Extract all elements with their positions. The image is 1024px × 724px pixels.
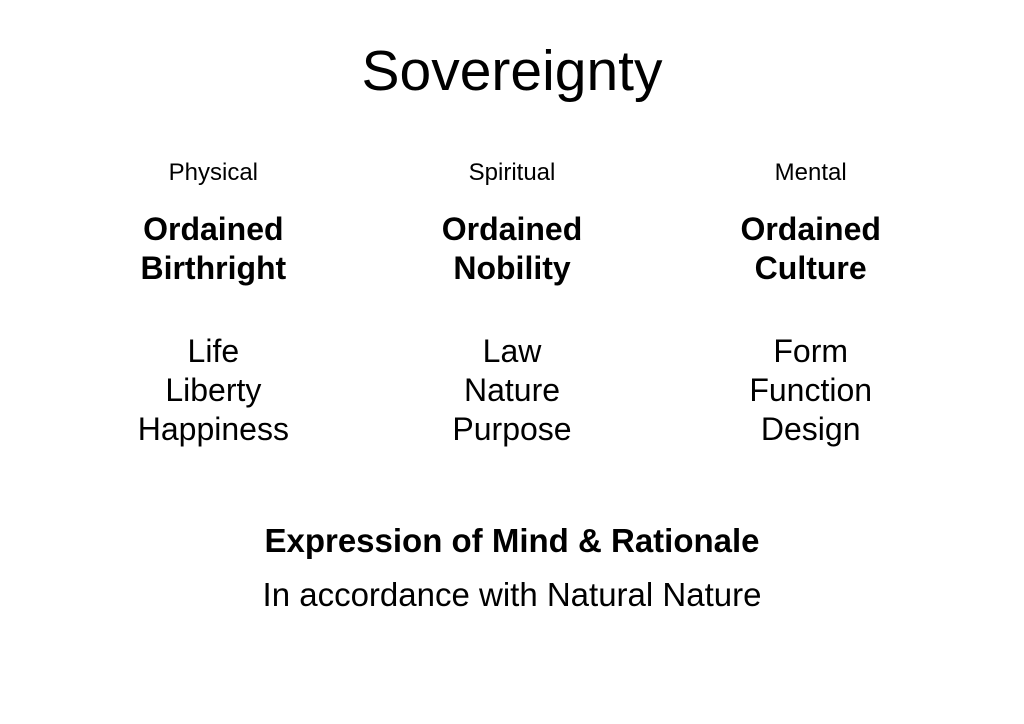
column-mental-heading: Ordained Culture: [740, 211, 881, 287]
column-spiritual-items: Law Nature Purpose: [452, 333, 572, 448]
column-physical-heading: Ordained Birthright: [140, 211, 287, 287]
column-spiritual-heading: Ordained Nobility: [441, 211, 583, 287]
footer-regular-line: In accordance with Natural Nature: [262, 575, 762, 613]
column-spiritual: Spiritual Ordained Nobility Law Nature P…: [363, 159, 662, 449]
column-physical-label: Physical: [168, 159, 259, 187]
slide-title: Sovereignty: [361, 39, 663, 103]
footer-bold-line: Expression of Mind & Rationale: [264, 522, 760, 560]
columns-row: Physical Ordained Birthright Life Libert…: [64, 159, 960, 449]
column-mental-items: Form Function Design: [749, 333, 873, 448]
column-spiritual-label: Spiritual: [468, 159, 556, 187]
column-mental-label: Mental: [774, 159, 847, 187]
column-physical: Physical Ordained Birthright Life Libert…: [64, 159, 363, 449]
column-physical-items: Life Liberty Happiness: [137, 333, 289, 448]
column-mental: Mental Ordained Culture Form Function De…: [661, 159, 960, 449]
